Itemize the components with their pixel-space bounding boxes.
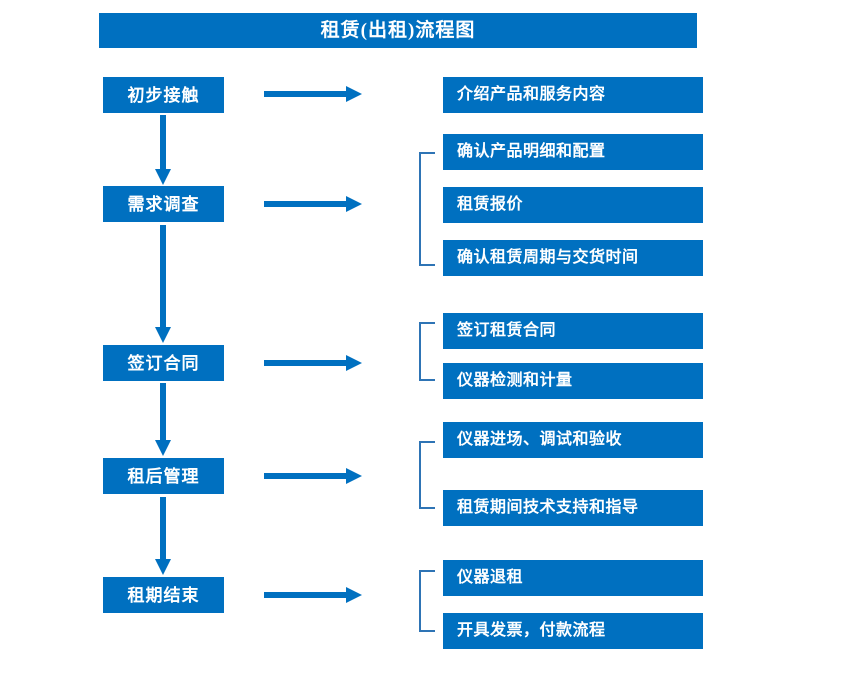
vertical-arrow-icon-2 (155, 225, 171, 343)
page-title: 租赁(出租)流程图 (99, 13, 697, 48)
stage-box-needs-survey[interactable]: 需求调查 (103, 186, 224, 222)
detail-box-confirm-rental-period[interactable]: 确认租赁周期与交货时间 (443, 240, 703, 276)
group-bracket-post-rental (419, 441, 435, 509)
horizontal-arrow-icon-5 (264, 587, 362, 603)
detail-box-instrument-inspection[interactable]: 仪器检测和计量 (443, 363, 703, 399)
detail-box-introduce-products[interactable]: 介绍产品和服务内容 (443, 77, 703, 113)
stage-box-rental-end[interactable]: 租期结束 (103, 577, 224, 613)
detail-box-rental-quotation[interactable]: 租赁报价 (443, 187, 703, 223)
group-bracket-sign-contract (419, 322, 435, 381)
vertical-arrow-icon-1 (155, 115, 171, 185)
detail-box-invoice-payment[interactable]: 开具发票，付款流程 (443, 613, 703, 649)
vertical-arrow-icon-4 (155, 497, 171, 575)
detail-box-instrument-entry-commissioning[interactable]: 仪器进场、调试和验收 (443, 422, 703, 458)
horizontal-arrow-icon-1 (264, 86, 362, 102)
vertical-arrow-icon-3 (155, 383, 171, 456)
detail-box-instrument-return[interactable]: 仪器退租 (443, 560, 703, 596)
horizontal-arrow-icon-3 (264, 355, 362, 371)
detail-box-sign-rental-contract[interactable]: 签订租赁合同 (443, 313, 703, 349)
horizontal-arrow-icon-4 (264, 468, 362, 484)
horizontal-arrow-icon-2 (264, 196, 362, 212)
group-bracket-needs-survey (419, 152, 435, 266)
group-bracket-rental-end (419, 570, 435, 632)
stage-box-sign-contract[interactable]: 签订合同 (103, 345, 224, 381)
detail-box-confirm-product-details[interactable]: 确认产品明细和配置 (443, 134, 703, 170)
detail-box-technical-support[interactable]: 租赁期间技术支持和指导 (443, 490, 703, 526)
stage-box-initial-contact[interactable]: 初步接触 (103, 77, 224, 113)
stage-box-post-rental-management[interactable]: 租后管理 (103, 458, 224, 494)
